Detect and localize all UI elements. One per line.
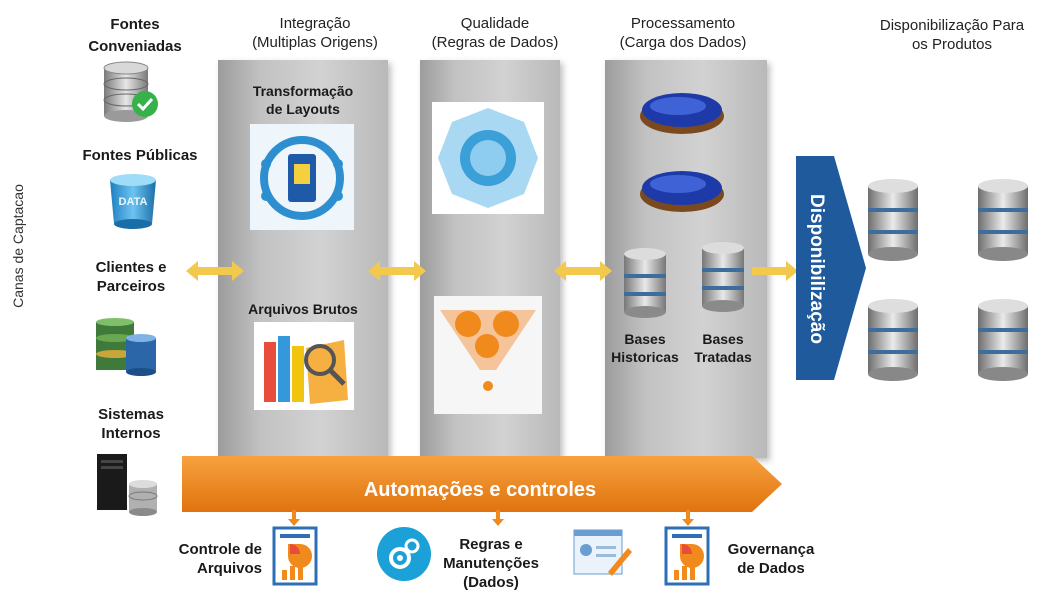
down-arrow xyxy=(492,510,504,526)
arquivos-brutos-title: Arquivos Brutos xyxy=(248,301,358,317)
raw-files-image xyxy=(254,322,354,410)
arrow-fontes-integracao xyxy=(186,261,244,281)
report-icon xyxy=(272,526,318,586)
arrow-qualidade-processamento xyxy=(554,261,612,281)
automacoes-label: Automações e controles xyxy=(363,479,597,501)
disponibilizacao-label: Disponibilização xyxy=(806,194,827,344)
svg-text:DATA: DATA xyxy=(119,196,148,208)
down-arrow xyxy=(682,510,694,526)
arrow-processamento-disponibilizacao xyxy=(752,261,798,281)
disponibilizacao-arrow xyxy=(796,156,866,380)
output-database-icon xyxy=(866,178,920,262)
integracao-header: Integração(Multiplas Origens) xyxy=(252,15,378,51)
arrow-integracao-qualidade xyxy=(368,261,426,281)
qualidade-header: Qualidade(Regras de Dados) xyxy=(431,15,559,51)
disk-bottom-icon xyxy=(636,164,728,214)
report-icon xyxy=(664,526,710,586)
output-database-icon xyxy=(976,178,1030,262)
disk-top-icon xyxy=(636,86,728,136)
open-data-icon: DATA xyxy=(104,172,162,230)
fontes-conveniadas-title: Fontes Conveniadas xyxy=(88,16,182,55)
bases-tratadas-database-icon xyxy=(700,240,746,314)
source-label-publicas: Fontes Públicas xyxy=(82,147,198,164)
processamento-header: Processamento(Carga dos Dados) xyxy=(619,15,747,51)
server-icon xyxy=(95,450,161,516)
bases-historicas-database-icon xyxy=(622,246,668,320)
data-funnel-image xyxy=(434,296,542,414)
form-edit-icon xyxy=(572,522,632,582)
layout-transform-image xyxy=(250,124,354,230)
database-check-icon xyxy=(100,60,162,122)
down-arrow xyxy=(288,510,300,526)
output-database-icon xyxy=(866,298,920,382)
automacoes-arrow xyxy=(182,452,782,516)
clients-database-icon xyxy=(94,318,160,376)
gears-icon xyxy=(376,526,432,582)
canais-captacao-label: Canas de Captacao xyxy=(10,184,26,308)
data-quality-image xyxy=(432,102,544,214)
output-database-icon xyxy=(976,298,1030,382)
